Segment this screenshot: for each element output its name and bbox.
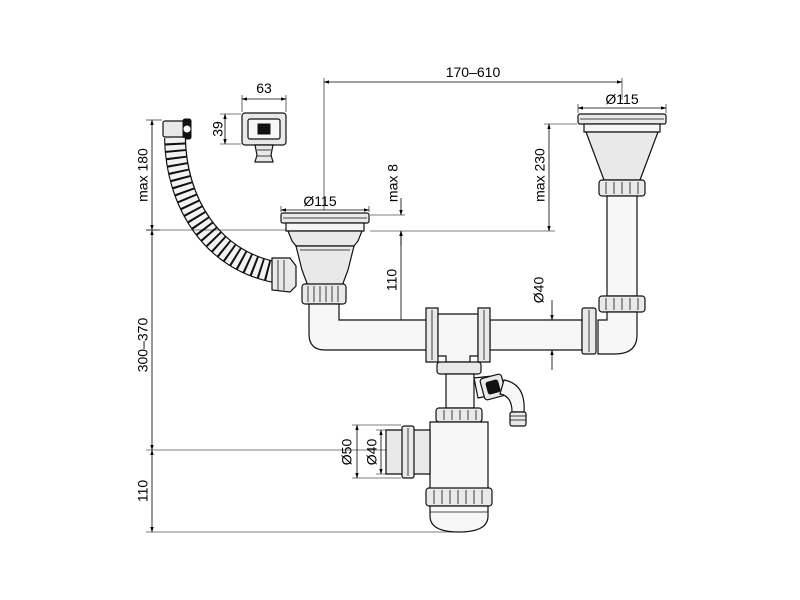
overflow-width-dimension: 63 xyxy=(241,80,287,112)
outlet-50-label: Ø50 xyxy=(339,439,355,466)
pipe-diameter-label: Ø40 xyxy=(531,277,547,304)
left-strainer-diameter-dimension: Ø115 xyxy=(280,193,370,212)
trap-height-label: 300–370 xyxy=(135,318,151,373)
bowl-spacing-label: 170–610 xyxy=(446,64,501,80)
overflow-width-label: 63 xyxy=(256,80,272,96)
trap-height-dimension: 300–370 xyxy=(135,229,386,451)
bottle-trap xyxy=(385,421,493,533)
bottom-height-label: 110 xyxy=(135,480,151,503)
left-strainer xyxy=(280,212,370,305)
tailpiece-height-label: 110 xyxy=(384,269,400,292)
overflow-height-label: 39 xyxy=(210,121,226,137)
overflow-hose xyxy=(162,118,297,293)
hose-length-dimension: max 180 xyxy=(135,119,300,231)
vertical-connector xyxy=(435,361,483,423)
right-strainer-diameter-label: Ø115 xyxy=(605,91,638,107)
bottom-height-dimension: 110 xyxy=(135,449,459,533)
tailpiece-height-dimension: 110 xyxy=(370,230,405,331)
right-strainer-diameter-dimension: Ø115 xyxy=(577,91,667,113)
right-strainer-height-dimension: max 230 xyxy=(532,123,577,232)
horizontal-drain-pipe xyxy=(308,303,597,363)
right-strainer-height-label: max 230 xyxy=(532,148,548,202)
overflow-fitting xyxy=(241,112,287,163)
hose-max-label: max 180 xyxy=(135,148,151,202)
outlet-50-dimension: Ø50 xyxy=(339,424,401,479)
overflow-height-dimension: 39 xyxy=(210,113,241,145)
bowl-spacing-dimension: 170–610 xyxy=(323,64,623,210)
left-strainer-diameter-label: Ø115 xyxy=(303,193,336,209)
left-strainer-offset-dimension: max 8 xyxy=(370,164,555,246)
appliance-branch xyxy=(473,373,527,427)
outlet-40-dimension: Ø40 xyxy=(364,429,401,475)
outlet-40-label: Ø40 xyxy=(364,439,380,466)
left-strainer-offset-label: max 8 xyxy=(385,164,401,202)
right-strainer xyxy=(577,113,667,355)
pipe-diameter-dimension: Ø40 xyxy=(531,277,583,370)
